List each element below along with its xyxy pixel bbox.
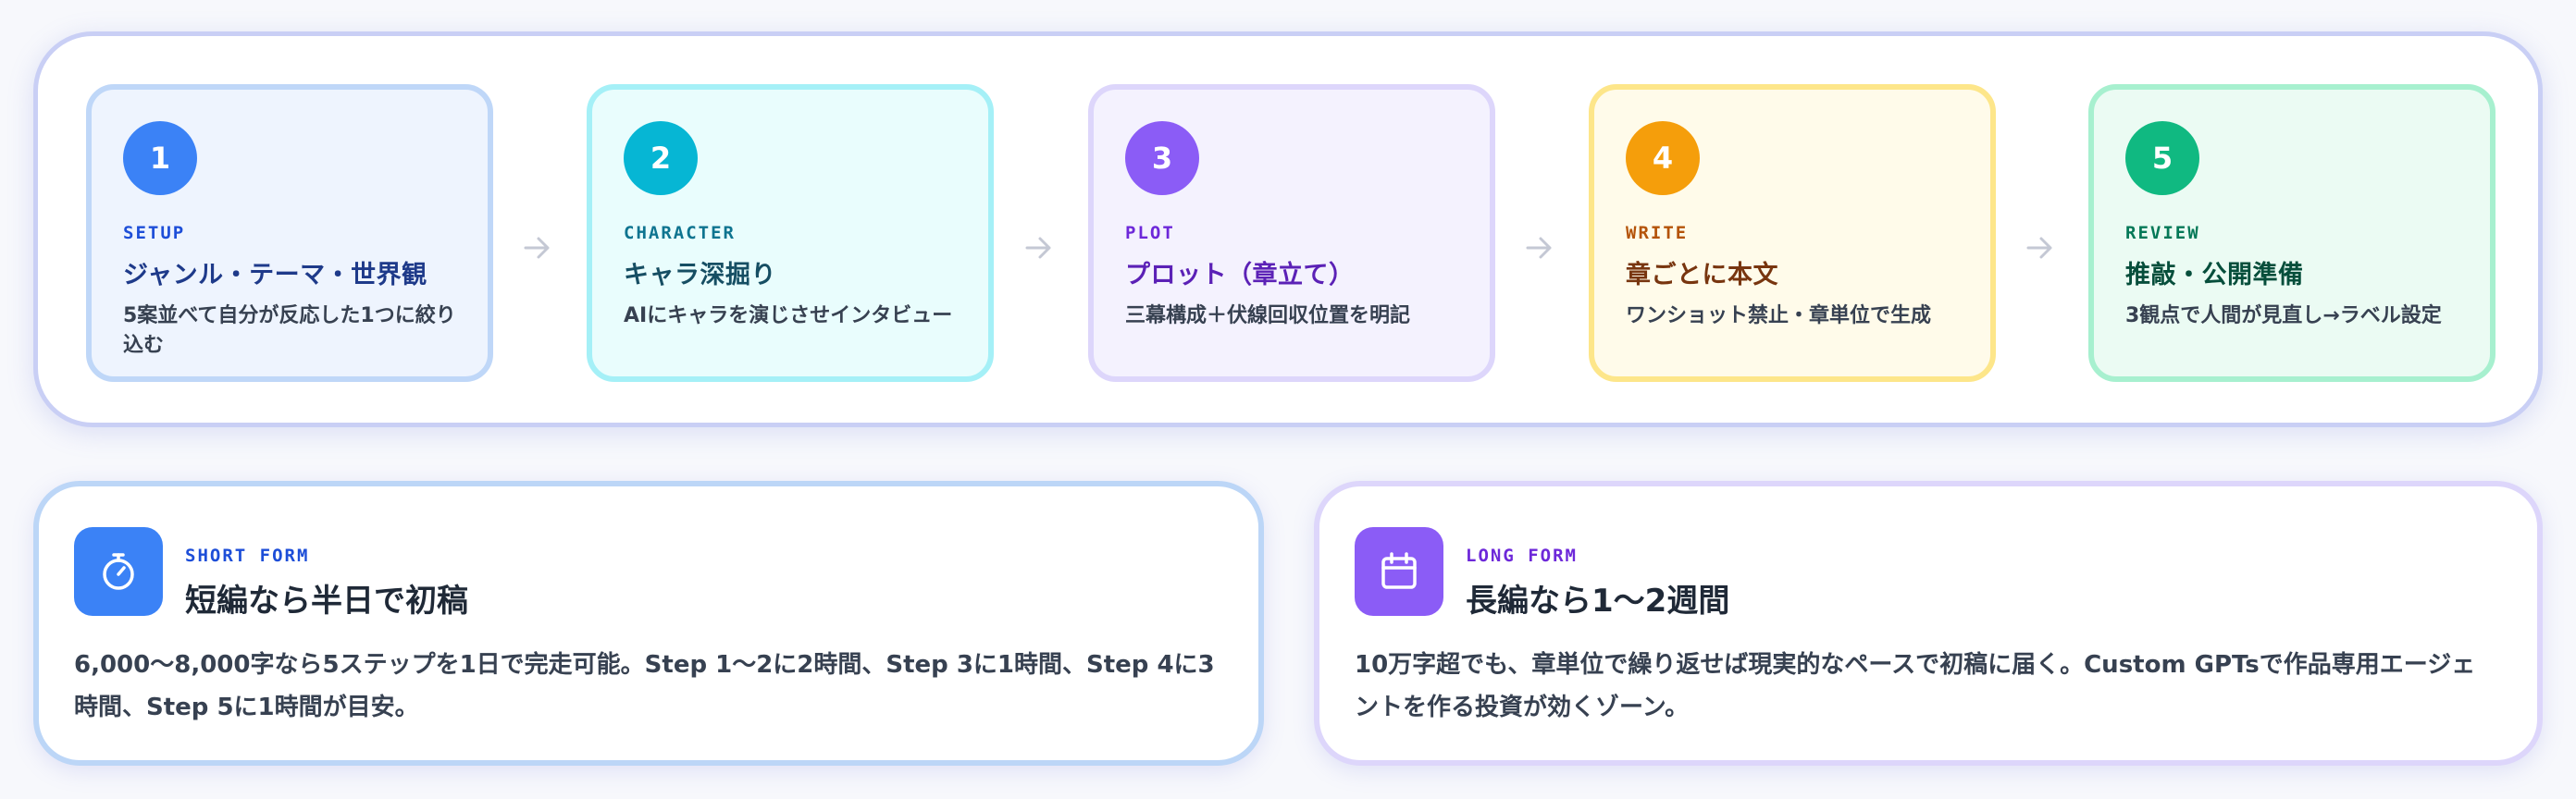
short-form-title: 短編なら半日で初稿 <box>185 583 468 620</box>
step-number-badge: 4 <box>1626 121 1700 195</box>
step-title: プロット（章立て） <box>1125 261 1355 289</box>
step-card-setup: 1 SETUP ジャンル・テーマ・世界観 5案並べて自分が反応した1つに絞り込む <box>86 84 493 382</box>
step-kicker: REVIEW <box>2125 223 2200 243</box>
long-form-title: 長編なら1〜2週間 <box>1466 583 1730 620</box>
step-card-write: 4 WRITE 章ごとに本文 ワンショット禁止・章単位で生成 <box>1589 84 1996 382</box>
long-form-card: LONG FORM 長編なら1〜2週間 10万字超でも、章単位で繰り返せば現実的… <box>1314 481 2543 766</box>
step-kicker: SETUP <box>123 223 186 243</box>
long-form-kicker: LONG FORM <box>1466 546 1578 566</box>
step-description: 三幕構成＋伏線回収位置を明記 <box>1125 304 1411 327</box>
step-kicker: PLOT <box>1125 223 1175 243</box>
short-form-kicker: SHORT FORM <box>185 546 310 566</box>
calendar-icon <box>1355 527 1443 616</box>
arrow-right-icon <box>520 230 555 265</box>
step-number-badge: 3 <box>1125 121 1199 195</box>
long-form-body: 10万字超でも、章単位で繰り返せば現実的なペースで初稿に届く。Custom GP… <box>1355 651 2476 721</box>
stopwatch-icon <box>74 527 163 616</box>
step-card-review: 5 REVIEW 推敲・公開準備 3観点で人間が見直し→ラベル設定 <box>2088 84 2496 382</box>
step-number-badge: 1 <box>123 121 197 195</box>
step-description: 3観点で人間が見直し→ラベル設定 <box>2125 304 2442 327</box>
step-kicker: WRITE <box>1626 223 1689 243</box>
step-kicker: CHARACTER <box>624 223 736 243</box>
step-number-badge: 2 <box>624 121 698 195</box>
step-title: ジャンル・テーマ・世界観 <box>123 261 427 289</box>
step-description: ワンショット禁止・章単位で生成 <box>1626 304 1932 327</box>
step-card-character: 2 CHARACTER キャラ深掘り AIにキャラを演じさせインタビュー <box>587 84 994 382</box>
short-form-card: SHORT FORM 短編なら半日で初稿 6,000〜8,000字なら5ステップ… <box>33 481 1264 766</box>
step-title: 推敲・公開準備 <box>2125 261 2304 289</box>
workflow-panel: 1 SETUP ジャンル・テーマ・世界観 5案並べて自分が反応した1つに絞り込む… <box>33 31 2543 427</box>
step-description: AIにキャラを演じさせインタビュー <box>624 304 953 327</box>
step-card-plot: 3 PLOT プロット（章立て） 三幕構成＋伏線回収位置を明記 <box>1088 84 1495 382</box>
step-title: キャラ深掘り <box>624 261 776 289</box>
arrow-right-icon <box>1022 230 1057 265</box>
arrow-right-icon <box>1522 230 1557 265</box>
arrow-right-icon <box>2023 230 2058 265</box>
step-description: 5案並べて自分が反応した1つに絞り込む <box>123 304 456 357</box>
step-number-badge: 5 <box>2125 121 2199 195</box>
step-title: 章ごとに本文 <box>1626 261 1778 289</box>
short-form-body: 6,000〜8,000字なら5ステップを1日で完走可能。Step 1〜2に2時間… <box>74 651 1215 721</box>
